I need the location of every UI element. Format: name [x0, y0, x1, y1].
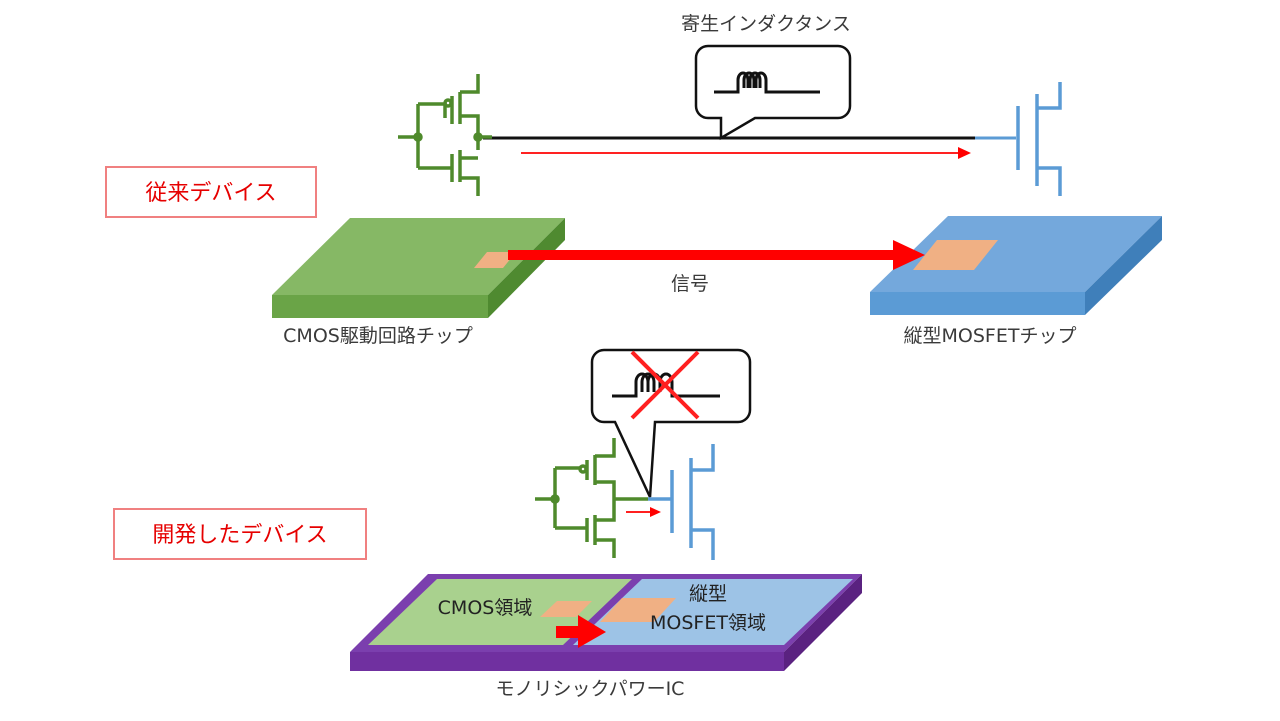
vertical-mosfet-symbol-small [648, 444, 715, 560]
signal-arrow-short [626, 507, 661, 517]
inductance-eliminated-callout [590, 348, 752, 498]
cmos-inverter-symbol [398, 74, 492, 196]
developed-device-tag: 開発したデバイス [113, 508, 367, 560]
mosfet-region [573, 579, 853, 645]
cmos-driver-chip [272, 218, 565, 318]
cmos-chip-pad [474, 252, 516, 268]
inductance-callout [694, 44, 852, 141]
parasitic-inductance-label: 寄生インダクタンス [681, 13, 851, 35]
cross-mark-icon [630, 350, 700, 420]
inductor-icon [612, 372, 720, 398]
signal-arrow-monolithic [556, 615, 606, 648]
signal-arrow-thick [508, 240, 925, 270]
vertical-mosfet-symbol [1016, 82, 1062, 196]
mosfet-region-label-line1: 縦型 [689, 583, 727, 605]
svg-text:従来デバイス: 従来デバイス [145, 181, 276, 206]
conventional-device-tag: 従来デバイス [105, 166, 317, 218]
cmos-region-label: CMOS領域 [438, 597, 533, 619]
mosfet-chip-label: 縦型MOSFETチップ [904, 325, 1077, 347]
cmos-inverter-symbol-small [535, 438, 648, 558]
monolithic-ic-label: モノリシックパワーIC [496, 678, 685, 700]
mosfet-chip-pad [913, 240, 998, 270]
vertical-mosfet-chip [870, 216, 1162, 315]
mosfet-region-pad [600, 598, 676, 622]
inductor-icon [714, 71, 820, 94]
cmos-chip-label: CMOS駆動回路チップ [283, 325, 473, 347]
cmos-region-pad [540, 601, 592, 617]
mosfet-region-label-line2: MOSFET領域 [650, 612, 766, 634]
signal-label: 信号 [671, 273, 709, 295]
svg-text:開発したデバイス: 開発したデバイス [152, 523, 327, 548]
monolithic-power-ic [350, 574, 862, 671]
signal-arrow-thin [521, 147, 971, 159]
